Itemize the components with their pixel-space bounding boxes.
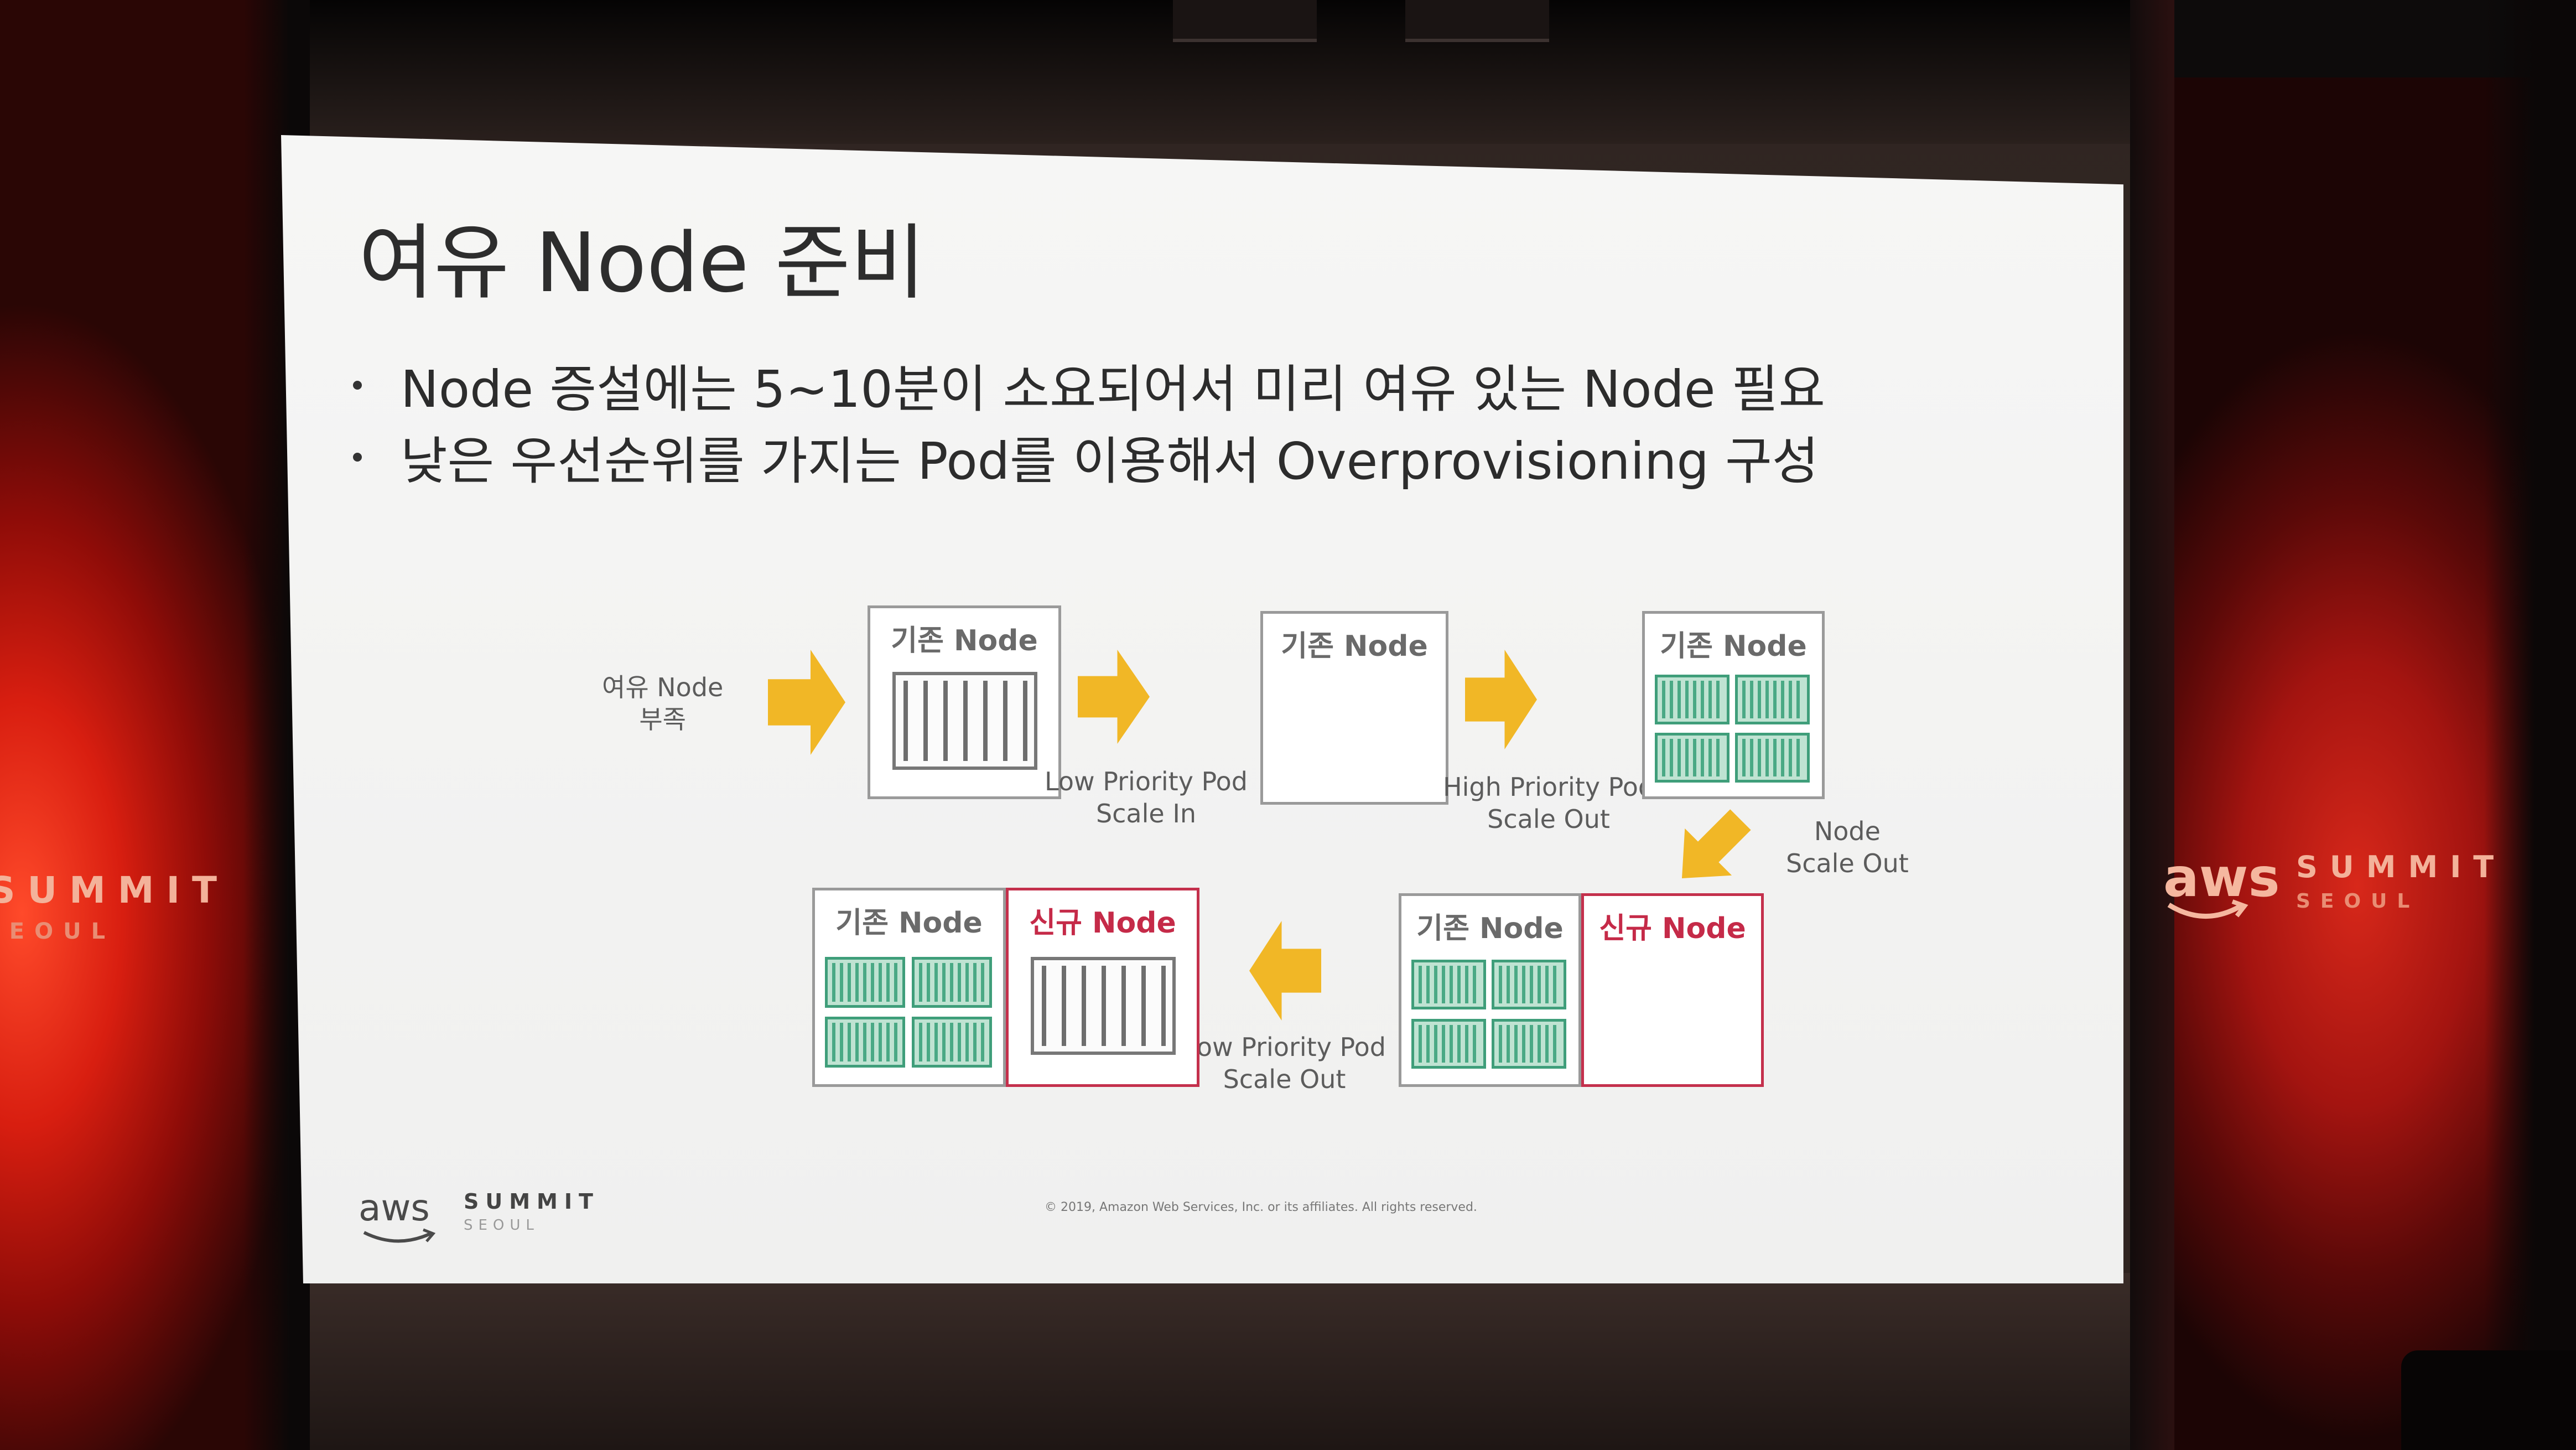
new-node-box: 신규 Node — [1006, 888, 1199, 1087]
step2-label: High Priority Pod Scale Out — [1443, 771, 1654, 835]
high-priority-pod-icon — [1655, 733, 1730, 783]
ceiling-fixture — [1405, 0, 1549, 42]
existing-node-box: 기존 Node — [1399, 893, 1581, 1087]
bullet-dot-icon — [353, 380, 362, 390]
right-pillar — [2130, 0, 2174, 1450]
copyright-notice: © 2019, Amazon Web Services, Inc. or its… — [1045, 1200, 1477, 1214]
high-priority-pod-icon — [1735, 733, 1810, 783]
right-wall-aws-logo: aws — [2163, 847, 2280, 909]
arrow-down-left-icon — [1659, 796, 1764, 902]
step4-label-line2: Scale Out — [1223, 1064, 1346, 1094]
footer-seoul-text: SEOUL — [464, 1217, 539, 1234]
new-node-title: 신규 Node — [1029, 907, 1176, 940]
start-label-line2: 부족 — [639, 704, 686, 734]
high-priority-pod-icon — [1492, 1019, 1566, 1069]
step3-label-line1: Node — [1814, 816, 1881, 846]
high-priority-pod-icon — [1411, 960, 1486, 1009]
existing-node-box: 기존 Node — [868, 605, 1061, 799]
start-label: 여유 Node 부족 — [602, 672, 723, 736]
high-priority-pod-icon — [1492, 960, 1566, 1009]
right-wall-seoul-text: SEOUL — [2296, 890, 2420, 913]
node-title: 기존 Node — [835, 907, 983, 940]
high-priority-pod-icon — [912, 1017, 992, 1068]
step3-label: Node Scale Out — [1786, 816, 1909, 879]
bullet-text: Node 증설에는 5~10분이 소요되어서 미리 여유 있는 Node 필요 — [401, 360, 1826, 419]
left-wall-red — [0, 0, 288, 1450]
step4-label: Low Priority Pod Scale Out — [1183, 1032, 1386, 1095]
speaker-silhouette — [2401, 1350, 2576, 1450]
step1-label-line1: Low Priority Pod — [1045, 767, 1248, 796]
right-wall-aws-smile-icon — [2167, 899, 2248, 919]
step2-label-line1: High Priority Pod — [1443, 772, 1655, 802]
node-title: 기존 Node — [1660, 630, 1807, 663]
far-right-shadow — [2484, 0, 2576, 1450]
node-title: 기존 Node — [1416, 912, 1564, 945]
node-title: 기존 Node — [1281, 630, 1428, 663]
existing-node-box: 기존 Node — [1260, 611, 1448, 805]
bullet-item: 낮은 우선순위를 가지는 Pod를 이용해서 Overprovisioning … — [353, 420, 1819, 494]
step4-label-line1: Low Priority Pod — [1183, 1032, 1386, 1062]
node-title: 기존 Node — [891, 624, 1038, 657]
existing-node-box: 기존 Node — [1642, 611, 1825, 799]
footer-aws-smile-icon — [363, 1228, 436, 1243]
high-priority-pod-icon — [825, 957, 905, 1008]
arrow-right-icon — [768, 650, 845, 755]
left-wall-summit-text: SUMMIT — [0, 869, 230, 912]
right-wall-summit-text: SUMMIT — [2296, 850, 2506, 884]
step1-label-line2: Scale In — [1095, 798, 1197, 828]
bullet-item: Node 증설에는 5~10분이 소요되어서 미리 여유 있는 Node 필요 — [353, 348, 1825, 422]
low-priority-pod-icon — [892, 672, 1037, 770]
ceiling-fixture — [1173, 0, 1317, 42]
arrow-right-icon — [1078, 650, 1150, 744]
high-priority-pod-icon — [912, 957, 992, 1008]
high-priority-pod-icon — [1655, 675, 1730, 724]
arrow-right-icon — [1465, 650, 1537, 749]
existing-node-box: 기존 Node — [812, 888, 1006, 1087]
projected-slide: 여유 Node 준비 Node 증설에는 5~10분이 소요되어서 미리 여유 … — [281, 135, 2123, 1283]
left-wall-seoul-text: SEOUL — [0, 919, 116, 944]
stage-floor — [288, 1273, 2169, 1450]
step2-label-line2: Scale Out — [1487, 804, 1610, 834]
bullet-text: 낮은 우선순위를 가지는 Pod를 이용해서 Overprovisioning … — [401, 432, 1819, 491]
footer-aws-logo: aws — [359, 1187, 430, 1229]
arrow-left-icon — [1249, 921, 1321, 1021]
start-label-line1: 여유 Node — [602, 672, 724, 702]
high-priority-pod-icon — [1735, 675, 1810, 724]
slide-title: 여유 Node 준비 — [359, 215, 926, 310]
step3-label-line2: Scale Out — [1786, 848, 1909, 878]
high-priority-pod-icon — [825, 1017, 905, 1068]
high-priority-pod-icon — [1411, 1019, 1486, 1069]
bullet-dot-icon — [353, 452, 362, 462]
low-priority-pod-icon — [1031, 957, 1176, 1055]
step1-label: Low Priority Pod Scale In — [1045, 766, 1248, 830]
footer-summit-text: SUMMIT — [464, 1189, 600, 1214]
new-node-box: 신규 Node — [1581, 893, 1764, 1087]
new-node-title: 신규 Node — [1599, 912, 1746, 945]
